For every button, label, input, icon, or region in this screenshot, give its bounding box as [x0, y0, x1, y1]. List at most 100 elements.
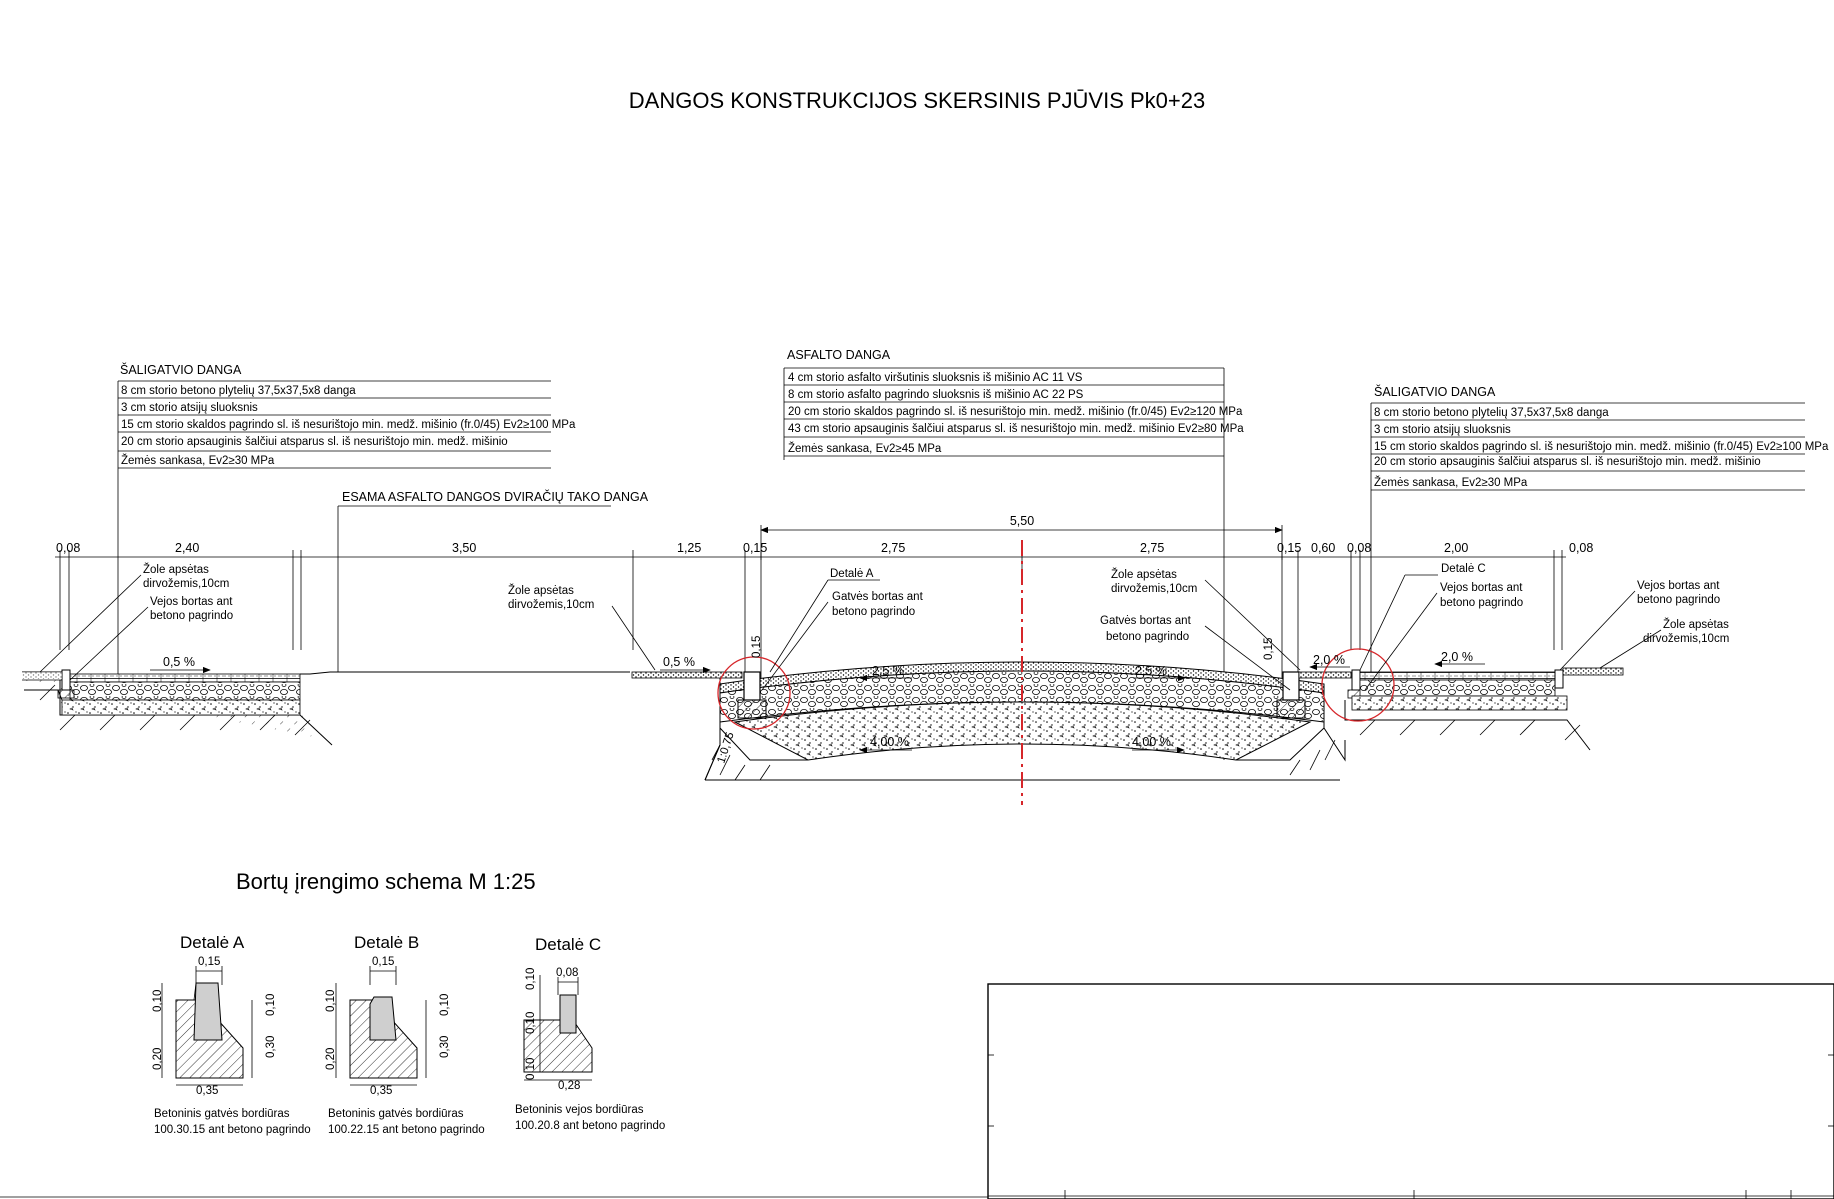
schema-title: Bortų įrengimo schema M 1:25 — [236, 869, 536, 894]
annotation: Žole apsėtas — [1111, 568, 1177, 581]
annotation: betono pagrindo — [1637, 594, 1720, 606]
dimension-chain: 0,08 2,40 3,50 1,25 0,15 2,75 2,75 0,15 … — [55, 541, 1593, 690]
slope-label: 2,5 % — [872, 664, 904, 678]
legend-layer: Žemės sankasa, Ev2≥30 MPa — [1374, 476, 1528, 489]
slope-label: 4,00 % — [1132, 735, 1171, 749]
detail-caption: Betoninis gatvės bordiūras — [328, 1108, 464, 1120]
detail-dim: 0,10 — [439, 994, 451, 1016]
overall-dimension: 5,50 — [760, 514, 1283, 560]
slope-label: 0,5 % — [663, 655, 695, 669]
legend-heading: ŠALIGATVIO DANGA — [1374, 384, 1496, 399]
detail-dim: 0,10 — [325, 990, 337, 1012]
annotation: betono pagrindo — [1440, 597, 1523, 609]
bike-path-text: ESAMA ASFALTO DANGOS DVIRAČIŲ TAKO DANGA — [342, 489, 649, 504]
detail-c-label: Detalė C — [1441, 563, 1486, 575]
cross-section: 0,5 % 0,5 % 2,5 % 2,5 % 4,00 % 4,00 % 2,… — [22, 540, 1624, 805]
title-block-frame — [0, 983, 1834, 1199]
detail-caption: 100.20.8 ant betono pagrindo — [515, 1120, 665, 1132]
dim-label: 2,75 — [881, 541, 905, 555]
dim-label: 1,25 — [677, 541, 701, 555]
annotation: betono pagrindo — [832, 606, 915, 618]
detail-a-label: Detalė A — [830, 568, 874, 580]
legend-layer: 3 cm storio atsijų sluoksnis — [1374, 424, 1511, 436]
detail-dim: 0,15 — [198, 956, 220, 968]
detail-dim: 0,30 — [439, 1036, 451, 1058]
legend-layer: 43 cm storio apsauginis šalčiui atsparus… — [788, 423, 1244, 435]
annotation: dirvožemis,10cm — [1111, 583, 1197, 595]
detail-c: Detalė C 0,08 0,28 0,10 0,10 0,10 Betoni… — [515, 935, 665, 1132]
dim-5-50: 5,50 — [1010, 514, 1034, 528]
legend-layer: 20 cm storio apsauginis šalčiui atsparus… — [121, 436, 508, 448]
detail-dim: 0,10 — [525, 1012, 537, 1034]
annotation: Vejos bortas ant — [1637, 580, 1720, 592]
detail-dim: 0,28 — [558, 1080, 580, 1092]
annotation: Gatvės bortas ant — [1100, 615, 1192, 627]
detail-b: Detalė B 0,15 0,35 0,10 0,20 0,10 0,30 B… — [325, 933, 485, 1136]
detail-dim: 0,20 — [152, 1048, 164, 1070]
detail-dim: 0,10 — [525, 968, 537, 990]
annotation: dirvožemis,10cm — [1643, 633, 1729, 645]
dim-label: 0,15 — [1277, 541, 1301, 555]
slope-label: 2,5 % — [1135, 664, 1167, 678]
slope-label: 2,0 % — [1441, 650, 1473, 664]
legend-layer: 15 cm storio skaldos pagrindo sl. iš nes… — [121, 419, 576, 431]
dim-label: 0,15 — [743, 541, 767, 555]
detail-title: Detalė C — [535, 935, 601, 954]
annotation: betono pagrindo — [1106, 631, 1189, 643]
legend-layer: Žemės sankasa, Ev2≥45 MPa — [788, 442, 942, 455]
detail-dim: 0,10 — [265, 994, 277, 1016]
dim-label: 2,40 — [175, 541, 199, 555]
dim-label: 0,08 — [56, 541, 80, 555]
legend-layer: 20 cm storio skaldos pagrindo sl. iš nes… — [788, 406, 1243, 418]
right-sidewalk-legend: ŠALIGATVIO DANGA 8 cm storio betono plyt… — [1370, 384, 1829, 690]
legend-layer: Žemės sankasa, Ev2≥30 MPa — [121, 454, 275, 467]
left-sidewalk-legend: ŠALIGATVIO DANGA 8 cm storio betono plyt… — [117, 362, 576, 682]
curb-height: 0,15 — [751, 636, 763, 658]
legend-layer: 8 cm storio asfalto pagrindo sluoksnis i… — [788, 389, 1084, 401]
detail-caption: Betoninis gatvės bordiūras — [154, 1108, 290, 1120]
slope-label: 0,5 % — [163, 655, 195, 669]
legend-layer: 8 cm storio betono plytelių 37,5x37,5x8 … — [121, 385, 356, 397]
legend-layer: 15 cm storio skaldos pagrindo sl. iš nes… — [1374, 441, 1829, 453]
bike-path-label: ESAMA ASFALTO DANGOS DVIRAČIŲ TAKO DANGA — [337, 489, 649, 672]
annotation: Vejos bortas ant — [150, 596, 233, 608]
dim-label: 2,75 — [1140, 541, 1164, 555]
slope-label: 4,00 % — [870, 735, 909, 749]
detail-dim: 0,15 — [372, 956, 394, 968]
detail-dim: 0,35 — [370, 1085, 392, 1097]
annotations: Žole apsėtas dirvožemis,10cm Vejos borta… — [39, 563, 1729, 691]
legend-heading: ŠALIGATVIO DANGA — [120, 362, 242, 377]
detail-dim: 0,10 — [152, 990, 164, 1012]
legend-layer: 3 cm storio atsijų sluoksnis — [121, 402, 258, 414]
detail-dim: 0,10 — [525, 1058, 537, 1080]
detail-dim: 0,30 — [265, 1036, 277, 1058]
legend-layer: 4 cm storio asfalto viršutinis sluoksnis… — [788, 372, 1083, 384]
annotation: Vejos bortas ant — [1440, 582, 1523, 594]
dim-label: 0,08 — [1347, 541, 1371, 555]
legend-layer: 8 cm storio betono plytelių 37,5x37,5x8 … — [1374, 407, 1609, 419]
detail-title: Detalė B — [354, 933, 419, 952]
detail-title: Detalė A — [180, 933, 245, 952]
dim-label: 2,00 — [1444, 541, 1468, 555]
legend-heading: ASFALTO DANGA — [787, 348, 891, 362]
dim-label: 0,08 — [1569, 541, 1593, 555]
asphalt-legend: ASFALTO DANGA 4 cm storio asfalto viršut… — [783, 348, 1244, 760]
drawing-title: DANGOS KONSTRUKCIJOS SKERSINIS PJŪVIS Pk… — [629, 88, 1205, 113]
detail-dim: 0,20 — [325, 1048, 337, 1070]
annotation: Žole apsėtas — [508, 584, 574, 597]
annotation: Žole apsėtas — [1663, 618, 1729, 631]
legend-layer: 20 cm storio apsauginis šalčiui atsparus… — [1374, 456, 1761, 468]
annotation: Žole apsėtas — [143, 563, 209, 576]
annotation: dirvožemis,10cm — [508, 599, 594, 611]
dim-label: 3,50 — [452, 541, 476, 555]
detail-dim: 0,35 — [196, 1085, 218, 1097]
dim-label: 0,60 — [1311, 541, 1335, 555]
detail-dim: 0,08 — [556, 967, 578, 979]
annotation: betono pagrindo — [150, 610, 233, 622]
detail-caption: 100.22.15 ant betono pagrindo — [328, 1124, 485, 1136]
annotation: dirvožemis,10cm — [143, 578, 229, 590]
detail-caption: 100.30.15 ant betono pagrindo — [154, 1124, 311, 1136]
detail-a: Detalė A 0,15 0,35 0,10 0,20 0,10 0,30 B… — [152, 933, 311, 1136]
detail-caption: Betoninis vejos bordiūras — [515, 1104, 644, 1116]
